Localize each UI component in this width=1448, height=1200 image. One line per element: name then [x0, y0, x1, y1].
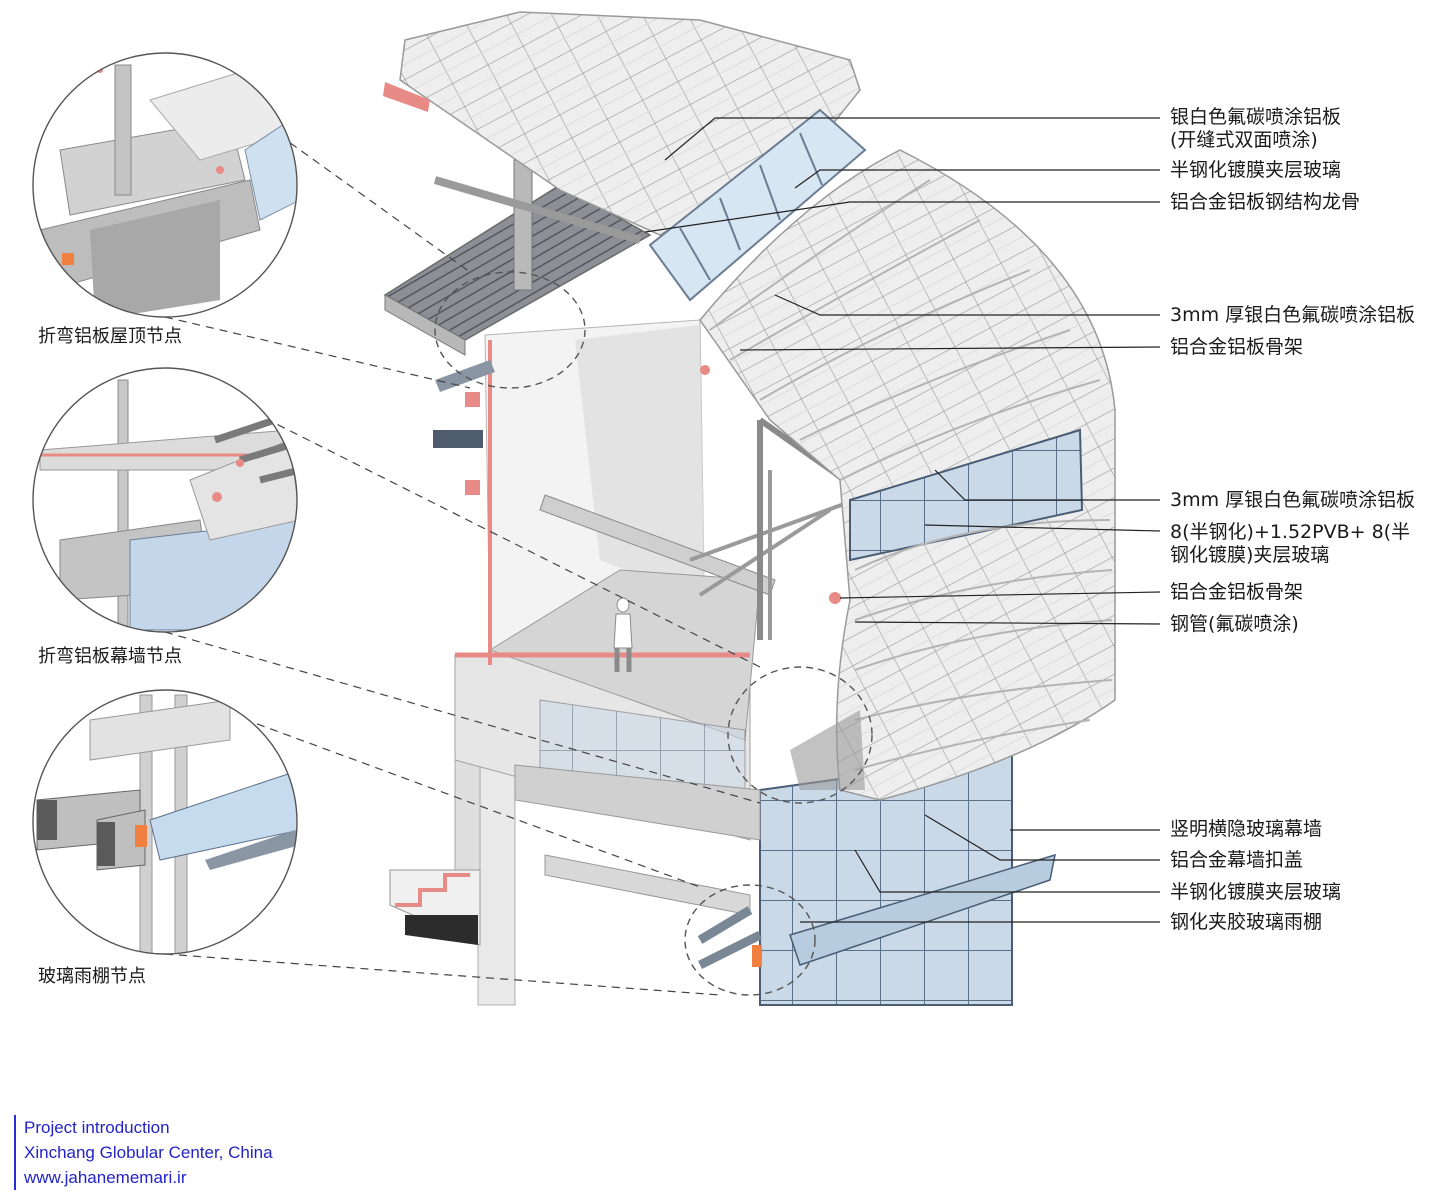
callout-label: 8(半钢化)+1.52PVB+ 8(半 — [1170, 521, 1411, 543]
callout-label: 钢化夹胶玻璃雨棚 — [1170, 911, 1323, 933]
callout-label: 铝合金铝板骨架 — [1170, 581, 1304, 603]
callout-label: 铝合金幕墙扣盖 — [1170, 849, 1304, 871]
detail-title-facade: 折弯铝板幕墙节点 — [38, 646, 182, 667]
credit-line: Xinchang Globular Center, China — [24, 1143, 273, 1162]
detail-title-roof: 折弯铝板屋顶节点 — [38, 326, 182, 347]
detail-circle-canopy — [32, 689, 298, 955]
callout-label: 钢管(氟碳喷涂) — [1170, 613, 1299, 635]
callout-label: 铝合金铝板钢结构龙骨 — [1170, 191, 1361, 213]
callout-label: 铝合金铝板骨架 — [1170, 336, 1304, 358]
callout-label: 3mm 厚银白色氟碳喷涂铝板 — [1170, 304, 1416, 326]
credit-line: Project introduction — [24, 1118, 170, 1137]
callout-label: 半钢化镀膜夹层玻璃 — [1170, 881, 1342, 903]
folded-aluminium-facade — [699, 149, 1116, 801]
callout-leaders — [644, 117, 1161, 923]
glass-canopy — [789, 853, 1056, 966]
credits-block: Project introduction Xinchang Globular C… — [14, 1115, 273, 1190]
callout-label: 银白色氟碳喷涂铝板 — [1170, 106, 1342, 128]
detail-circle-roof — [32, 52, 298, 318]
callout-label: 3mm 厚银白色氟碳喷涂铝板 — [1170, 489, 1416, 511]
detail-title-canopy: 玻璃雨棚节点 — [38, 966, 146, 987]
callout-label: 钢化镀膜)夹层玻璃 — [1170, 544, 1330, 566]
detail-circle-facade — [32, 367, 298, 633]
callout-label: (开缝式双面喷涂) — [1170, 129, 1318, 151]
callout-label: 竖明横隐玻璃幕墙 — [1170, 818, 1323, 840]
main-building — [383, 11, 1116, 1006]
detail-markers — [434, 271, 873, 996]
callout-label: 半钢化镀膜夹层玻璃 — [1170, 159, 1342, 181]
credit-link[interactable]: www.jahanememari.ir — [24, 1168, 187, 1187]
